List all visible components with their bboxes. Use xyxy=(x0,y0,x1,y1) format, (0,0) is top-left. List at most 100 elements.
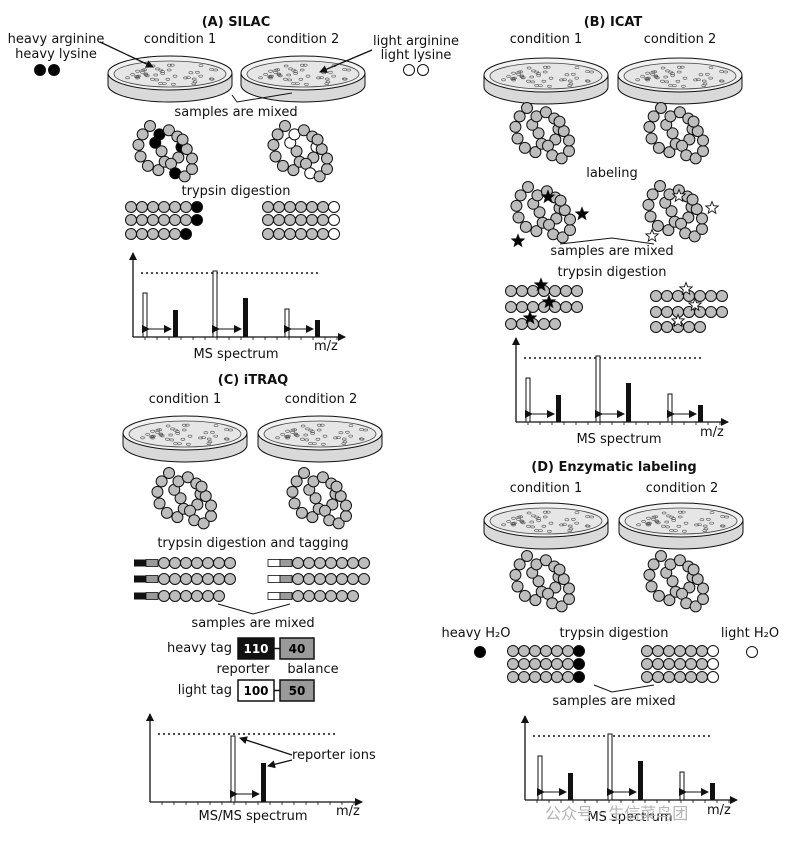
residue-bead xyxy=(696,645,708,657)
cell xyxy=(706,517,711,521)
residue-bead xyxy=(284,201,296,213)
cell xyxy=(258,76,263,80)
icat-peptide-heavy xyxy=(505,301,583,313)
residue-bead xyxy=(151,485,164,498)
enzymatic-peptide-heavy xyxy=(507,658,585,670)
cell xyxy=(676,65,682,69)
residue-bead xyxy=(169,573,181,585)
cell xyxy=(165,424,171,428)
residue-bead xyxy=(202,557,214,569)
residue-bead xyxy=(651,219,664,232)
residue-bead xyxy=(551,658,563,670)
dish-medium xyxy=(623,62,737,90)
cell xyxy=(157,428,162,432)
cell xyxy=(519,520,525,524)
residue-bead xyxy=(186,152,198,165)
residue-bead xyxy=(689,600,702,613)
cell xyxy=(321,442,326,446)
itraq-dish-2 xyxy=(257,415,383,463)
cell xyxy=(529,520,535,524)
enzymatic-title: (D) Enzymatic labeling xyxy=(531,460,697,475)
residue-bead xyxy=(529,671,541,683)
residue-bead xyxy=(532,127,545,140)
residue-bead xyxy=(169,214,181,226)
residue-bead xyxy=(705,306,717,318)
residue-bead xyxy=(573,658,585,670)
residue-bead xyxy=(317,228,329,240)
light-amino-acid-bead xyxy=(417,64,429,76)
residue-bead xyxy=(158,590,170,602)
cell xyxy=(207,440,213,444)
cell xyxy=(567,524,573,528)
cell xyxy=(676,524,682,528)
residue-bead xyxy=(306,511,319,524)
cell xyxy=(511,523,516,527)
silac-axis-label: m/z xyxy=(314,339,338,354)
itraq-title: (C) iTRAQ xyxy=(217,373,289,388)
residue-bead xyxy=(538,318,550,330)
itraq-heavy-reporter xyxy=(134,592,146,600)
residue-bead xyxy=(655,550,667,562)
cell xyxy=(209,68,214,71)
itraq-heavy-balance-mass: 40 xyxy=(288,642,306,656)
heavy-peak xyxy=(568,773,573,800)
cell xyxy=(175,431,180,435)
cell xyxy=(224,428,229,431)
cell xyxy=(567,79,573,83)
residue-bead xyxy=(562,671,574,683)
cell xyxy=(682,529,687,533)
residue-bead xyxy=(665,205,678,218)
itraq-reporter-label: reporter xyxy=(216,662,270,677)
residue-bead xyxy=(332,517,345,530)
itraq-light-tag-label: light tag xyxy=(177,683,232,698)
residue-bead xyxy=(694,290,706,302)
residue-bead xyxy=(522,181,534,193)
residue-bead xyxy=(661,321,673,333)
cell xyxy=(224,437,230,441)
residue-bead xyxy=(328,201,340,213)
residue-bead xyxy=(530,225,543,238)
cell xyxy=(501,523,506,527)
residue-bead xyxy=(673,106,686,119)
cell xyxy=(341,442,347,446)
residue-bead xyxy=(317,214,329,226)
cell xyxy=(526,79,531,83)
cell xyxy=(333,436,338,440)
residue-bead xyxy=(262,214,274,226)
cell xyxy=(665,525,671,529)
silac-condition-1: condition 1 xyxy=(143,32,217,47)
cell xyxy=(299,68,305,72)
residue-bead xyxy=(571,301,583,313)
cell xyxy=(635,78,640,82)
enzymatic-digestion-label: trypsin digestion xyxy=(559,626,669,641)
cell xyxy=(702,529,708,533)
cell xyxy=(268,76,273,80)
silac-peptide-light xyxy=(262,201,340,213)
cell xyxy=(664,80,670,84)
icat-spectrum-label: MS spectrum xyxy=(576,432,662,447)
itraq-peptide-1 xyxy=(158,590,225,602)
cell xyxy=(518,70,524,74)
residue-bead xyxy=(191,201,203,213)
residue-bead xyxy=(697,134,709,147)
cell xyxy=(304,438,310,442)
icat-protein-2 xyxy=(643,102,709,165)
residue-bead xyxy=(163,467,175,479)
residue-bead xyxy=(276,159,289,172)
residue-bead xyxy=(549,318,561,330)
residue-bead xyxy=(288,497,301,510)
residue-bead xyxy=(564,213,576,226)
residue-bead xyxy=(292,573,304,585)
residue-bead xyxy=(697,582,709,595)
cell xyxy=(206,437,212,441)
cell xyxy=(170,63,175,67)
residue-bead xyxy=(696,212,708,225)
residue-bead xyxy=(295,228,307,240)
residue-bead xyxy=(645,132,658,145)
residue-bead xyxy=(325,557,337,569)
residue-bead xyxy=(686,193,699,206)
cell xyxy=(213,424,219,428)
residue-bead xyxy=(519,220,532,233)
cell xyxy=(181,428,187,432)
cell xyxy=(136,74,141,78)
